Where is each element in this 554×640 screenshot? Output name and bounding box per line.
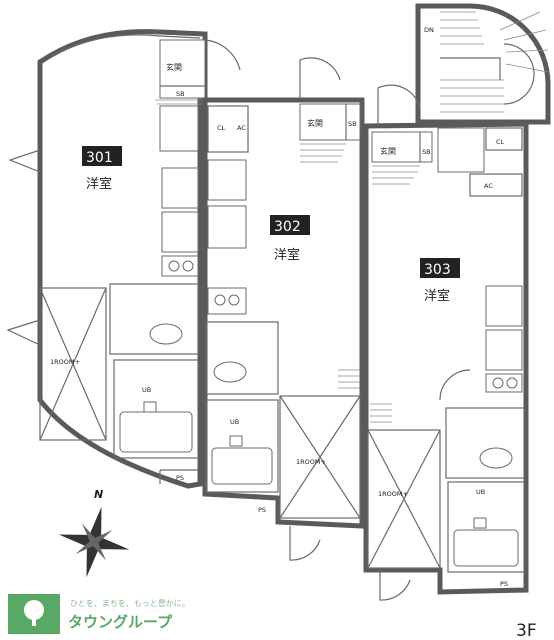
unit-302-ps-label: PS xyxy=(258,506,266,514)
unit-301-ps-label: PS xyxy=(176,474,184,482)
company-tagline: ひとを、まちを、もっと豊かに。 xyxy=(70,598,190,608)
compass-rose xyxy=(58,506,130,578)
unit-303-bath-label: UB xyxy=(476,488,485,496)
unit-301-number-badge xyxy=(82,146,122,166)
staircase xyxy=(415,3,551,125)
unit-301-shoebox-label: SB xyxy=(176,90,185,98)
unit-303-ps-label: PS xyxy=(500,580,508,588)
company-logo xyxy=(8,594,60,634)
unit-303-shoebox-label: SB xyxy=(422,148,431,156)
unit-302 xyxy=(202,57,365,561)
unit-303 xyxy=(363,84,529,601)
unit-302-bath-label: UB xyxy=(230,418,239,426)
unit-301 xyxy=(6,29,249,489)
compass-north-label: N xyxy=(94,488,103,501)
unit-301-room-type: 洋室 xyxy=(86,176,112,192)
unit-302-room-type: 洋室 xyxy=(274,247,300,263)
unit-303-loft-label: 1ROOM+ xyxy=(378,490,408,498)
unit-303-closet-label: CL xyxy=(496,138,505,146)
unit-301-ac-label: AC xyxy=(237,124,246,132)
unit-302-shoebox-label: SB xyxy=(348,120,357,128)
floor-label: 3F xyxy=(516,621,537,640)
unit-303-number-badge xyxy=(420,258,460,278)
stairs-down-label: DN xyxy=(424,26,434,34)
unit-301-bath-label: UB xyxy=(142,386,151,394)
company-name: タウングループ xyxy=(68,613,173,631)
unit-302-entrance-label: 玄関 xyxy=(307,118,323,128)
unit-303-number: 303 xyxy=(424,262,451,278)
unit-303-room-type: 洋室 xyxy=(424,288,450,304)
unit-301-number: 301 xyxy=(86,150,113,166)
unit-301-loft-label: 1ROOM+ xyxy=(50,358,80,366)
unit-303-entrance-label: 玄関 xyxy=(380,146,396,156)
unit-301-entrance-label: 玄関 xyxy=(166,62,182,72)
unit-302-number-badge xyxy=(270,215,310,235)
unit-302-loft-label: 1ROOM+ xyxy=(296,458,326,466)
unit-303-ac-label: AC xyxy=(484,182,493,190)
unit-302-number: 302 xyxy=(274,219,301,235)
unit-301-closet-label: CL xyxy=(217,124,226,132)
